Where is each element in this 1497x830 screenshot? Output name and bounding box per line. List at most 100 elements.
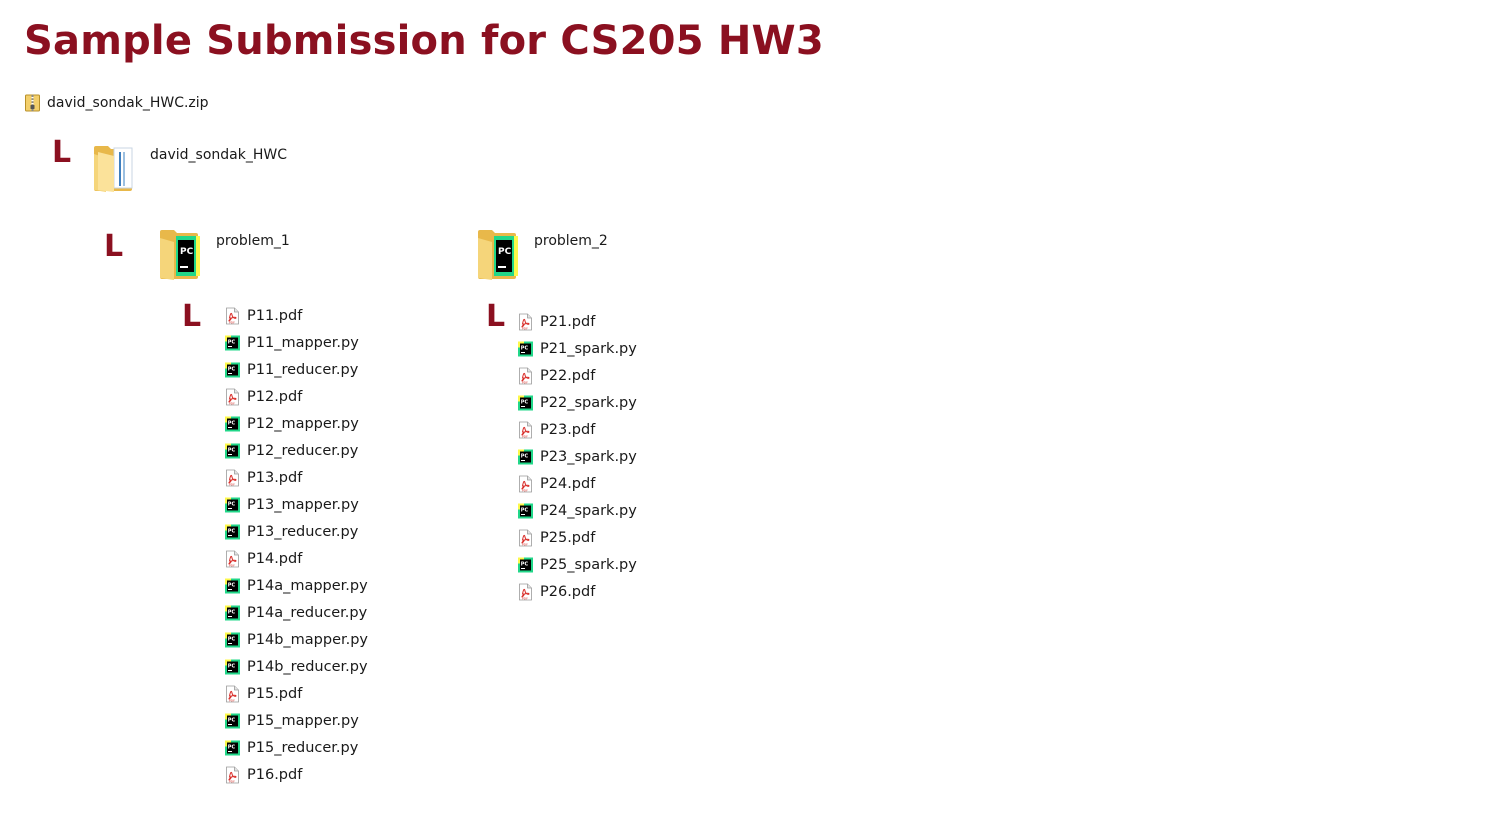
tree-connector: L (486, 299, 506, 334)
file-name: P12.pdf (247, 388, 303, 405)
svg-text:PC: PC (521, 345, 529, 351)
file-item[interactable]: PDF P14.pdf (224, 545, 368, 572)
file-item[interactable]: PDF P26.pdf (517, 578, 637, 605)
page-title: Sample Submission for CS205 HW3 (24, 18, 824, 64)
file-name: P14b_reducer.py (247, 658, 368, 675)
zip-file[interactable]: david_sondak_HWC.zip (24, 94, 209, 112)
svg-text:PDF: PDF (522, 326, 528, 330)
tree-connector: L (52, 135, 72, 170)
file-name: P24_spark.py (540, 502, 637, 519)
subfolder-name[interactable]: problem_1 (216, 233, 290, 249)
svg-text:PC: PC (228, 744, 236, 750)
file-item[interactable]: PDF P15.pdf (224, 680, 368, 707)
svg-text:PC: PC (228, 339, 236, 345)
svg-text:PC: PC (521, 399, 529, 405)
file-item[interactable]: PDF P12.pdf (224, 383, 368, 410)
pdf-file-icon: PDF (226, 469, 239, 486)
file-item[interactable]: PC P14b_reducer.py (224, 653, 368, 680)
svg-text:PDF: PDF (229, 563, 235, 567)
svg-text:PDF: PDF (522, 380, 528, 384)
file-name: P14b_mapper.py (247, 631, 369, 648)
file-item[interactable]: PC P12_reducer.py (224, 437, 368, 464)
file-name: P23.pdf (540, 421, 596, 438)
file-item[interactable]: PDF P24.pdf (517, 470, 637, 497)
file-name: P26.pdf (540, 583, 596, 600)
tree-connector: L (182, 299, 202, 334)
pdf-file-icon: PDF (226, 550, 239, 567)
file-name: P12_reducer.py (247, 442, 359, 459)
svg-text:PDF: PDF (229, 779, 235, 783)
pycharm-folder-icon[interactable]: PC (158, 228, 204, 282)
svg-text:PDF: PDF (522, 434, 528, 438)
subfolder-name[interactable]: problem_2 (534, 233, 608, 249)
svg-text:PDF: PDF (229, 401, 235, 405)
file-name: P14.pdf (247, 550, 303, 567)
pdf-file-icon: PDF (519, 367, 532, 384)
pdf-file-icon: PDF (226, 685, 239, 702)
pdf-file-icon: PDF (519, 421, 532, 438)
file-name: P14a_mapper.py (247, 577, 368, 594)
svg-text:PC: PC (498, 247, 512, 257)
svg-text:PC: PC (228, 636, 236, 642)
pdf-file-icon: PDF (519, 529, 532, 546)
svg-text:PDF: PDF (522, 596, 528, 600)
pycharm-file-icon: PC (225, 605, 240, 620)
pycharm-file-icon: PC (225, 416, 240, 431)
pycharm-file-icon: PC (518, 395, 533, 410)
file-name: P24.pdf (540, 475, 596, 492)
svg-text:PC: PC (228, 663, 236, 669)
pdf-file-icon: PDF (519, 313, 532, 330)
file-item[interactable]: PDF P21.pdf (517, 308, 637, 335)
svg-text:PDF: PDF (522, 542, 528, 546)
pycharm-file-icon: PC (225, 362, 240, 377)
file-name: P21_spark.py (540, 340, 637, 357)
pycharm-file-icon: PC (225, 497, 240, 512)
pycharm-file-icon: PC (225, 443, 240, 458)
file-item[interactable]: PDF P23.pdf (517, 416, 637, 443)
pycharm-file-icon: PC (225, 335, 240, 350)
svg-text:PDF: PDF (522, 488, 528, 492)
file-item[interactable]: PDF P25.pdf (517, 524, 637, 551)
pycharm-file-icon: PC (225, 740, 240, 755)
svg-text:PC: PC (228, 717, 236, 723)
folder-icon[interactable] (92, 140, 136, 194)
file-name: P11_mapper.py (247, 334, 359, 351)
pycharm-file-icon: PC (518, 557, 533, 572)
svg-text:PC: PC (228, 366, 236, 372)
pycharm-folder-icon[interactable]: PC (476, 228, 522, 282)
pdf-file-icon: PDF (226, 307, 239, 324)
root-folder-name[interactable]: david_sondak_HWC (150, 147, 287, 163)
svg-text:PDF: PDF (229, 320, 235, 324)
pycharm-file-icon: PC (225, 713, 240, 728)
file-item[interactable]: PC P12_mapper.py (224, 410, 368, 437)
file-item[interactable]: PC P14b_mapper.py (224, 626, 368, 653)
file-name: P23_spark.py (540, 448, 637, 465)
pdf-file-icon: PDF (519, 475, 532, 492)
svg-text:PC: PC (180, 247, 194, 257)
file-name: P13_mapper.py (247, 496, 359, 513)
file-name: P21.pdf (540, 313, 596, 330)
file-item[interactable]: PC P21_spark.py (517, 335, 637, 362)
file-name: P15.pdf (247, 685, 303, 702)
file-item[interactable]: PC P13_mapper.py (224, 491, 368, 518)
file-item[interactable]: PC P11_mapper.py (224, 329, 368, 356)
zip-archive-icon (25, 94, 40, 112)
svg-text:PDF: PDF (229, 698, 235, 702)
file-name: P12_mapper.py (247, 415, 359, 432)
file-name: P25.pdf (540, 529, 596, 546)
